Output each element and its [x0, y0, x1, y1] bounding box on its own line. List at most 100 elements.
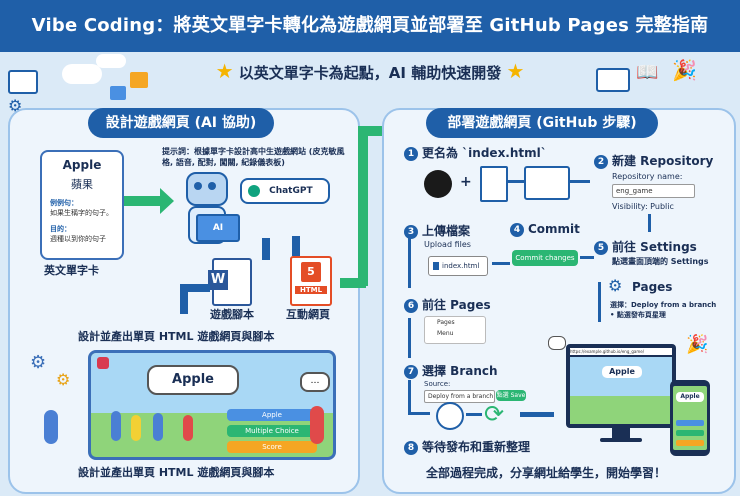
card-word: Apple	[62, 158, 102, 172]
window-icon	[8, 70, 38, 94]
confetti-icon: 🎉	[686, 334, 709, 355]
arrow-icon	[408, 238, 411, 288]
right-heading: 部署遊戲網頁 (GitHub 步驟)	[426, 108, 658, 138]
game-word: Apple	[172, 372, 214, 387]
step-number: 3	[404, 224, 418, 239]
step-number: 8	[404, 440, 418, 455]
url-bar[interactable]: https://example.github.io/eng_game/	[570, 348, 672, 355]
chatgpt-bubble: ChatGPT	[240, 178, 330, 204]
pause-button[interactable]	[97, 357, 109, 369]
pages-label: Pages	[632, 280, 673, 294]
step-8: 8 等待發布和重新整理	[404, 438, 530, 455]
card-translation: 蘋果	[71, 178, 93, 191]
left-heading: 設計遊戲網頁 (AI 協助)	[88, 108, 274, 138]
step-number: 1	[404, 146, 418, 161]
window-icon	[130, 72, 148, 88]
step-label: 等待發布和重新整理	[422, 440, 531, 454]
arrow-icon	[580, 256, 594, 259]
browser-icon	[524, 166, 570, 200]
webpage-label: 互動網頁	[286, 308, 330, 321]
step-label: Commit	[528, 222, 580, 236]
window-icon	[110, 86, 126, 100]
ai-label: AI	[212, 223, 224, 233]
menu-item-menu[interactable]: Menu	[437, 330, 454, 337]
game-preview: Apple Apple Multiple Choice Score	[88, 350, 336, 460]
connector-arrow	[358, 126, 388, 136]
word-bubble: Apple	[147, 365, 239, 395]
phone-preview: Apple	[670, 380, 710, 456]
party-icon: 🎉	[672, 58, 697, 82]
repo-name-input[interactable]: eng_game	[612, 184, 695, 198]
gear-icon: ⚙	[56, 370, 71, 389]
pikmin-icon	[310, 406, 324, 444]
arrow-icon	[648, 214, 651, 232]
script-label: 遊戲腳本	[210, 308, 254, 321]
file-chip[interactable]: index.html	[428, 256, 488, 276]
arrow-icon	[180, 284, 188, 314]
arrow-icon	[466, 413, 482, 416]
pikmin-icon	[44, 410, 58, 444]
game-option-multiple-choice[interactable]: Multiple Choice	[227, 425, 317, 437]
monitor-preview: https://example.github.io/eng_game/ Appl…	[566, 344, 676, 428]
word-doc-letter: W	[208, 270, 228, 290]
pikmin-icon	[111, 411, 121, 441]
prompt-text: 提示詞：根據單字卡設計高中生遊戲網站 (皮克敏風格, 語音, 配對, 闖關, 紀…	[162, 147, 345, 167]
subtitle-text: 以英文單字卡為起點，AI 輔助快速開發	[238, 64, 502, 82]
chat-bubble-icon: …	[300, 372, 330, 392]
monitor-base	[600, 438, 642, 442]
upload-files-label: Upload files	[424, 240, 471, 249]
card-goal-label: 目的：	[50, 225, 71, 233]
cloud-icon	[62, 64, 102, 84]
cloud-icon	[96, 54, 126, 68]
step-7: 7 選擇 Branch	[404, 362, 498, 379]
step-label: 選擇 Branch	[422, 364, 498, 378]
chatgpt-label: ChatGPT	[269, 186, 313, 196]
book-icon: 📖	[636, 62, 659, 83]
branch-select[interactable]: Deploy from a branch	[424, 390, 495, 403]
step-label: 更名為 `index.html`	[422, 146, 547, 160]
step-5-desc: 點選畫面頂端的 Settings	[612, 257, 709, 266]
html-doc-icon: 5 HTML	[290, 256, 332, 306]
star-icon: ★	[506, 59, 525, 83]
subtitle: ★ 以英文單字卡為起點，AI 輔助快速開發 ★	[0, 56, 740, 86]
arrow-icon	[124, 196, 164, 206]
clock-icon	[436, 402, 464, 430]
pages-menu: Pages Menu	[424, 316, 486, 344]
pikmin-icon	[131, 415, 141, 441]
commit-button[interactable]: Commit changes	[512, 250, 578, 266]
card-example-text: 如果生稱字的句子。	[50, 209, 113, 217]
step-number: 4	[510, 222, 524, 237]
menu-item-pages[interactable]: Pages	[437, 319, 455, 326]
game-option-apple[interactable]: Apple	[227, 409, 317, 421]
gear-icon: ⚙	[30, 352, 47, 373]
chatgpt-icon	[248, 185, 260, 197]
step-number: 7	[404, 364, 418, 379]
arrow-icon	[408, 318, 411, 358]
footer-text: 全部過程完成，分享網址給學生，開始學習！	[426, 466, 667, 480]
arrow-head-icon	[160, 188, 174, 214]
pikmin-icon	[183, 415, 193, 441]
document-icon	[480, 166, 508, 202]
arrow-icon	[492, 262, 510, 265]
mid-caption: 設計並產出單頁 HTML 遊戲網頁與腳本	[78, 330, 275, 343]
arrow-icon	[408, 412, 430, 415]
html-label: HTML	[295, 286, 327, 294]
arrow-icon	[180, 284, 210, 292]
refresh-icon: ⟳	[484, 400, 505, 428]
step-label: 前往 Pages	[422, 298, 491, 312]
step-1: 1 更名為 `index.html`	[404, 144, 547, 161]
arrow-icon	[520, 412, 554, 417]
connector-arrow	[340, 278, 366, 288]
arrow-icon	[408, 380, 411, 414]
vocab-card: Apple 蘋果 例例句： 如果生稱字的句子。 目的： 週種以到你的句子	[40, 150, 124, 260]
save-button[interactable]: 點選 Save	[496, 390, 526, 401]
arrow-icon	[262, 238, 270, 260]
gear-icon: ⚙	[608, 276, 623, 295]
arrow-icon	[570, 180, 590, 183]
monitor-stand	[612, 428, 630, 438]
game-option-score[interactable]: Score	[227, 441, 317, 453]
connector-arrow	[358, 130, 368, 286]
step-label: 前往 Settings	[612, 240, 697, 254]
arrow-icon	[508, 180, 526, 183]
